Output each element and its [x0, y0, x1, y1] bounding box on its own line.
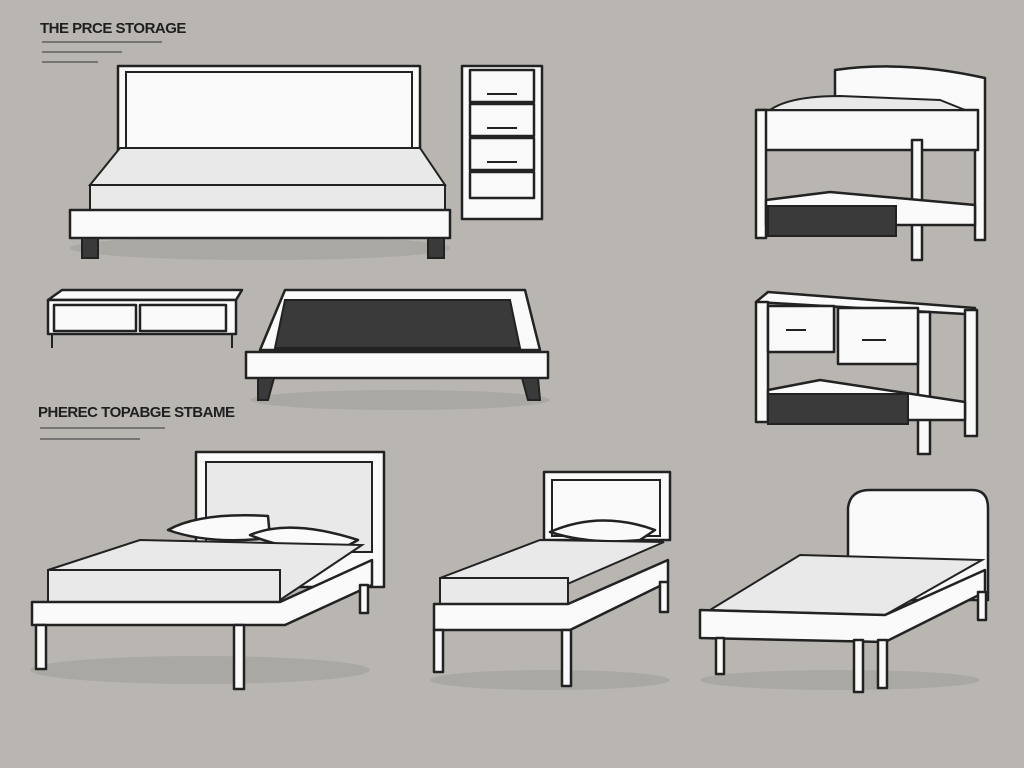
storage-bed-shelf — [754, 65, 987, 262]
caption-line — [40, 427, 165, 429]
double-bed — [30, 450, 386, 691]
caption-line — [42, 51, 122, 53]
storage-bench — [46, 288, 244, 348]
heading-top: THE PRCE STORAGE — [40, 20, 186, 37]
caption-line — [42, 61, 98, 63]
upholstered-bed — [698, 488, 990, 694]
platform-bed-headboard — [68, 64, 452, 260]
tall-dresser — [460, 64, 544, 221]
caption-line — [40, 438, 140, 440]
lift-storage-bed — [244, 288, 550, 410]
caption-line — [42, 41, 162, 43]
heading-middle: PHEREC TOPABGE STBAME — [38, 404, 235, 421]
single-bed-headboard — [430, 470, 672, 690]
storage-console — [754, 290, 979, 456]
